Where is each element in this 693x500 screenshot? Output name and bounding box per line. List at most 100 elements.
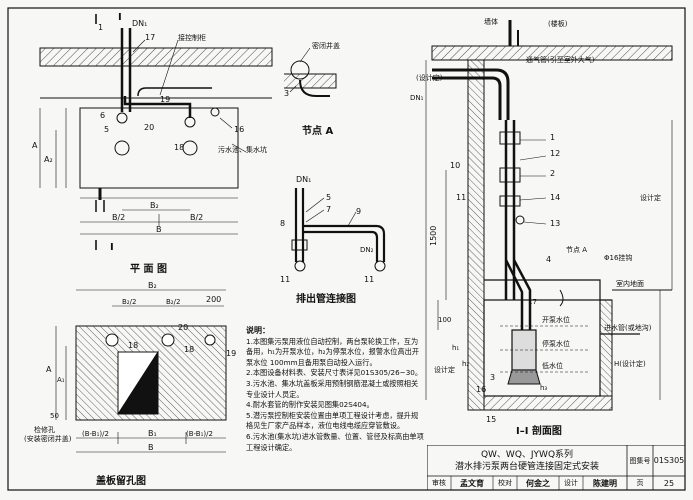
- cover-dim-b1: B₁: [148, 429, 157, 438]
- plan-label-17: 17: [145, 33, 155, 42]
- cover-dim-50: 50: [50, 412, 59, 420]
- note-item: 3.污水池、集水坑盖板采用预制钢筋混凝土或按照相关专业设计人员定。: [246, 378, 419, 399]
- drawing-title-line2: 潜水排污泵两台硬管连接固定式安装: [454, 461, 599, 472]
- plan-dim-a2: A₂: [44, 155, 53, 164]
- section-label-floor: 室内地面: [616, 279, 644, 288]
- node-a-label-3: 3: [284, 89, 289, 98]
- cover-dim-b: B: [148, 443, 154, 452]
- design-label: 设计: [564, 479, 578, 487]
- node-a-title: 节点 A: [302, 124, 333, 137]
- section-mark-top: I: [118, 12, 122, 23]
- notes-heading: 说明：: [246, 326, 270, 335]
- discharge-view: [291, 188, 386, 272]
- reviewer-signature: 孟文育: [460, 478, 484, 488]
- section-title: I–I 剖面图: [516, 424, 562, 437]
- section-label-16: 16: [476, 385, 486, 394]
- section-label-15: 15: [486, 415, 496, 424]
- notes-block: 说明： 1.本图集污泵用液位自动控制，两台泵轮换工作，互为备用，h₁为开泵水位，…: [246, 326, 424, 453]
- plan-labels: I I 1 DN₁ 17 接控制柜 6 5 20 19 18 16 污水池、集水…: [32, 12, 267, 275]
- cover-dim-a1: A₁: [57, 376, 65, 384]
- section-label-10: 10: [450, 161, 460, 170]
- node-a-view: [284, 47, 337, 97]
- section-label-start: 开泵水位: [542, 315, 570, 324]
- section-label-2: 2: [550, 169, 555, 178]
- section-label-dn1: DN₁: [410, 94, 424, 102]
- cover-dim-bb1-right: (B-B₁)/2: [186, 430, 213, 438]
- section-label-design1: (设计定): [416, 73, 443, 82]
- cover-label-19: 19: [226, 349, 236, 358]
- atlas-number: 01S305: [653, 456, 685, 465]
- designer-signature: 陈建明: [593, 478, 617, 488]
- note-item: 2.本图设备材料表、安装尺寸表详见01S305/26~30。: [246, 368, 423, 378]
- section-label-1: 1: [550, 133, 555, 142]
- note-item: 1.本图集污泵用液位自动控制，两台泵轮换工作，互为备用，h₁为开泵水位，h₂为停…: [246, 336, 420, 367]
- section-label-13: 13: [550, 219, 560, 228]
- section-dim-1500: 1500: [429, 226, 438, 246]
- title-block: QW、WQ、JYWQ系列 潜水排污泵两台硬管连接固定式安装 图集号 01S305…: [427, 445, 685, 490]
- drawing-title: QW、WQ、JYWQ系列 潜水排污泵两台硬管连接固定式安装: [427, 445, 627, 476]
- section-label-stop: 停泵水位: [542, 339, 570, 348]
- sheet-border: [7, 7, 686, 491]
- discharge-label-dn2: DN₂: [360, 246, 374, 254]
- plan-label-16: 16: [234, 125, 244, 134]
- discharge-label-8: 8: [280, 219, 285, 228]
- discharge-labels: DN₁ 5 7 8 9 DN₂ 11 11 排出管连接图: [280, 175, 374, 305]
- section-label-14: 14: [550, 193, 560, 202]
- cover-title: 盖板留孔图: [96, 474, 146, 487]
- drawing-title-line1: QW、WQ、JYWQ系列: [480, 449, 574, 460]
- cover-labels: B₂ B₂/2 B₂/2 200 18 20 18 19 A A₁ 50 检修孔…: [24, 281, 236, 487]
- section-label-h2: h₂: [462, 360, 469, 368]
- check-label: 校对: [498, 479, 512, 487]
- section-label-roof: (楼板): [548, 19, 568, 28]
- section-label-inflow: 进水管(或地沟): [604, 323, 652, 332]
- section-mark-bottom: I: [110, 242, 114, 253]
- plan-label-control: 接控制柜: [178, 33, 206, 42]
- cover-dim-b2h-left: B₂/2: [122, 298, 136, 306]
- section-label-17: 17: [528, 298, 537, 306]
- plan-label-dn: DN₁: [132, 19, 147, 28]
- plan-dim-a: A: [32, 141, 38, 150]
- cover-label-access2: (安装密闭井盖): [24, 434, 72, 443]
- section-label-design3: 设计定: [434, 365, 455, 374]
- section-label-h3: h₃: [540, 384, 547, 392]
- cover-dim-bb1-left: (B-B₁)/2: [82, 430, 109, 438]
- section-label-3: 3: [490, 373, 495, 382]
- discharge-label-dn: DN₁: [296, 175, 311, 184]
- plan-label-5: 5: [104, 125, 109, 134]
- discharge-label-9: 9: [356, 207, 361, 216]
- section-label-12: 12: [550, 149, 560, 158]
- plan-label-6: 6: [100, 111, 105, 120]
- section-label-11: 11: [456, 193, 466, 202]
- note-item: 5.潜污泵控制柜安装位置由单项工程设计考虑，提升规格见生厂家产品样本，液位电线电…: [246, 410, 419, 431]
- section-label-vent: 通气管(引至室外大气): [526, 55, 595, 64]
- plan-dim-bhalf-left: B/2: [112, 213, 125, 222]
- title-block-grid: [427, 445, 685, 490]
- section-view: [425, 20, 673, 411]
- cover-label-20: 20: [178, 323, 188, 332]
- atlas-label: 图集号: [629, 456, 651, 465]
- section-label-4: 4: [546, 255, 551, 264]
- discharge-label-11b: 11: [364, 275, 374, 284]
- section-label-node-ref: 节点 A: [566, 246, 587, 254]
- note-item: 6.污水池(集水坑)进水管数量、位置、管径及标高由单项工程设计确定。: [246, 431, 424, 452]
- checker-signature: 何金之: [526, 478, 550, 488]
- page-number: 25: [663, 478, 675, 488]
- plan-dim-b2: B₂: [150, 201, 159, 210]
- discharge-title: 排出管连接图: [296, 292, 356, 305]
- section-label-hole: Φ16挂钩: [604, 253, 632, 262]
- plan-dim-bhalf-right: B/2: [190, 213, 203, 222]
- section-label-h1: h₁: [452, 344, 459, 352]
- section-label-design2: 设计定: [640, 193, 661, 202]
- plan-label-1: 1: [98, 23, 103, 32]
- discharge-label-7: 7: [326, 205, 331, 214]
- plan-label-pit: 污水池、集水坑: [218, 145, 267, 154]
- discharge-label-11a: 11: [280, 275, 290, 284]
- cover-label-18b: 18: [184, 345, 194, 354]
- cover-dim-b2: B₂: [148, 281, 157, 290]
- cover-label-18a: 18: [128, 341, 138, 350]
- page-label: 页: [636, 479, 644, 487]
- plan-label-19: 19: [160, 95, 170, 104]
- section-label-h: H(设计定): [614, 359, 646, 368]
